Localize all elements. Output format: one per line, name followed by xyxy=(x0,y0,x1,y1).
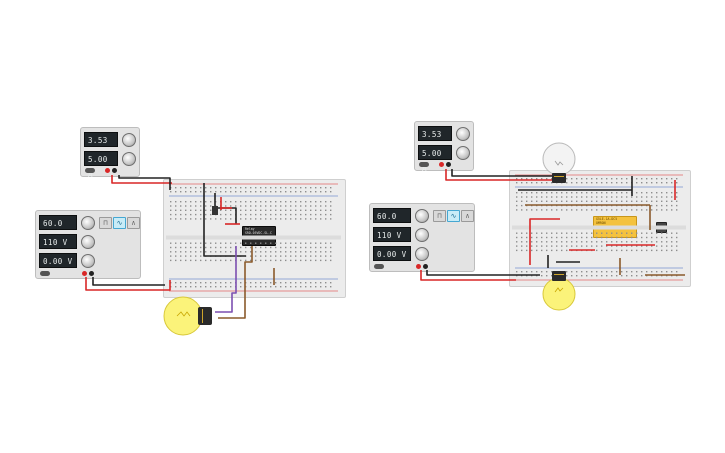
right-dc-current-display: 5.00 A xyxy=(418,145,452,173)
right-relay-text: G5LE-1A-DC5 xyxy=(596,217,618,221)
right-bottom-light-bulb-socket xyxy=(552,271,566,281)
right-dc-current-knob[interactable] xyxy=(456,146,470,160)
left-dc-voltage-knob[interactable] xyxy=(122,133,136,147)
sine-wave-icon[interactable]: ∿ xyxy=(113,217,126,229)
left-dc-power-supply[interactable]: 3.53 V 5.00 A xyxy=(80,127,140,179)
wire-black xyxy=(92,277,165,286)
left-light-bulb-socket-ring xyxy=(202,309,203,323)
triangle-wave-icon[interactable]: ∧ xyxy=(461,210,474,222)
sine-wave-icon[interactable]: ∿ xyxy=(447,210,460,222)
right-fg-negative-terminal[interactable] xyxy=(423,264,428,269)
left-dc-positive-terminal[interactable] xyxy=(105,168,110,173)
right-breadboard-center-channel xyxy=(512,225,686,230)
left-breadboard-center-channel xyxy=(166,235,341,240)
left-fg-negative-terminal[interactable] xyxy=(89,271,94,276)
right-fg-amplitude-knob[interactable] xyxy=(415,228,429,242)
right-top-light-bulb xyxy=(542,142,576,176)
left-light-bulb-filament xyxy=(176,311,191,317)
wire-red xyxy=(420,270,516,281)
right-dc-voltage-knob[interactable] xyxy=(456,127,470,141)
left-relay-text: SRD-05VDC-SL-C xyxy=(245,230,272,235)
triangle-wave-icon[interactable]: ∧ xyxy=(127,217,140,229)
square-wave-icon[interactable]: ⊓ xyxy=(433,210,446,222)
right-breadboard-top-terminal-holes xyxy=(516,192,678,211)
right-relay-sub: OMRON xyxy=(596,220,606,225)
left-fg-frequency-knob[interactable] xyxy=(81,216,95,230)
wire-black xyxy=(426,270,540,276)
right-fg-offset-knob[interactable] xyxy=(415,247,429,261)
left-light-bulb-socket xyxy=(198,307,212,325)
left-breadboard-bottom-rail-holes xyxy=(170,282,332,288)
wire-brown xyxy=(218,246,253,319)
right-fg-power-switch[interactable] xyxy=(374,264,384,269)
left-fg-offset-display: 0.00 V xyxy=(39,253,77,268)
left-fg-amplitude-display: 110 V xyxy=(39,234,77,249)
left-breadboard-top-rail-holes xyxy=(170,187,332,193)
wire-purple xyxy=(215,246,237,313)
wire-black xyxy=(451,169,556,177)
left-dc-negative-terminal[interactable] xyxy=(112,168,117,173)
left-slide-switch xyxy=(212,206,218,215)
left-dc-current-display: 5.00 A xyxy=(84,151,118,179)
wire-red xyxy=(529,218,560,265)
wire-red xyxy=(85,277,171,291)
left-light-bulb xyxy=(163,296,203,336)
right-bottom-light-bulb xyxy=(542,277,576,311)
right-top-light-bulb-filament xyxy=(554,160,564,166)
left-breadboard-top-terminal-holes xyxy=(170,201,332,220)
right-fg-positive-terminal[interactable] xyxy=(416,264,421,269)
square-wave-icon[interactable]: ⊓ xyxy=(99,217,112,229)
left-function-generator[interactable]: 60.0 Hz ⊓ ∿ ∧ 110 V 0.00 V xyxy=(35,210,141,279)
left-fg-amplitude-knob[interactable] xyxy=(81,235,95,249)
right-function-generator[interactable]: 60.0 Hz ⊓ ∿ ∧ 110 V 0.00 V xyxy=(369,203,475,272)
left-breadboard-bottom-terminal-holes xyxy=(170,242,332,262)
right-dc-negative-terminal[interactable] xyxy=(446,162,451,167)
right-breadboard-bottom-terminal-holes xyxy=(516,232,678,252)
wire-black xyxy=(118,175,171,190)
right-dc-power-switch[interactable] xyxy=(419,162,429,167)
left-fg-offset-knob[interactable] xyxy=(81,254,95,268)
right-fg-amplitude-display: 110 V xyxy=(373,227,411,242)
right-fg-frequency-knob[interactable] xyxy=(415,209,429,223)
wire-red xyxy=(111,175,172,184)
left-fg-positive-terminal[interactable] xyxy=(82,271,87,276)
left-dc-power-switch[interactable] xyxy=(85,168,95,173)
wire-red xyxy=(445,169,552,181)
left-fg-power-switch[interactable] xyxy=(40,271,50,276)
right-dc-positive-terminal[interactable] xyxy=(439,162,444,167)
right-top-light-bulb-socket xyxy=(552,173,566,183)
left-dc-current-knob[interactable] xyxy=(122,152,136,166)
wire-black xyxy=(203,183,246,257)
right-bottom-light-bulb-socket-ring xyxy=(554,274,564,275)
left-relay-label: Relay xyxy=(245,227,255,231)
right-bottom-light-bulb-filament xyxy=(554,287,564,293)
right-dc-power-supply[interactable]: 3.53 V 5.00 A xyxy=(414,121,474,173)
right-fg-offset-display: 0.00 V xyxy=(373,246,411,261)
right-top-light-bulb-socket-ring xyxy=(554,176,564,177)
